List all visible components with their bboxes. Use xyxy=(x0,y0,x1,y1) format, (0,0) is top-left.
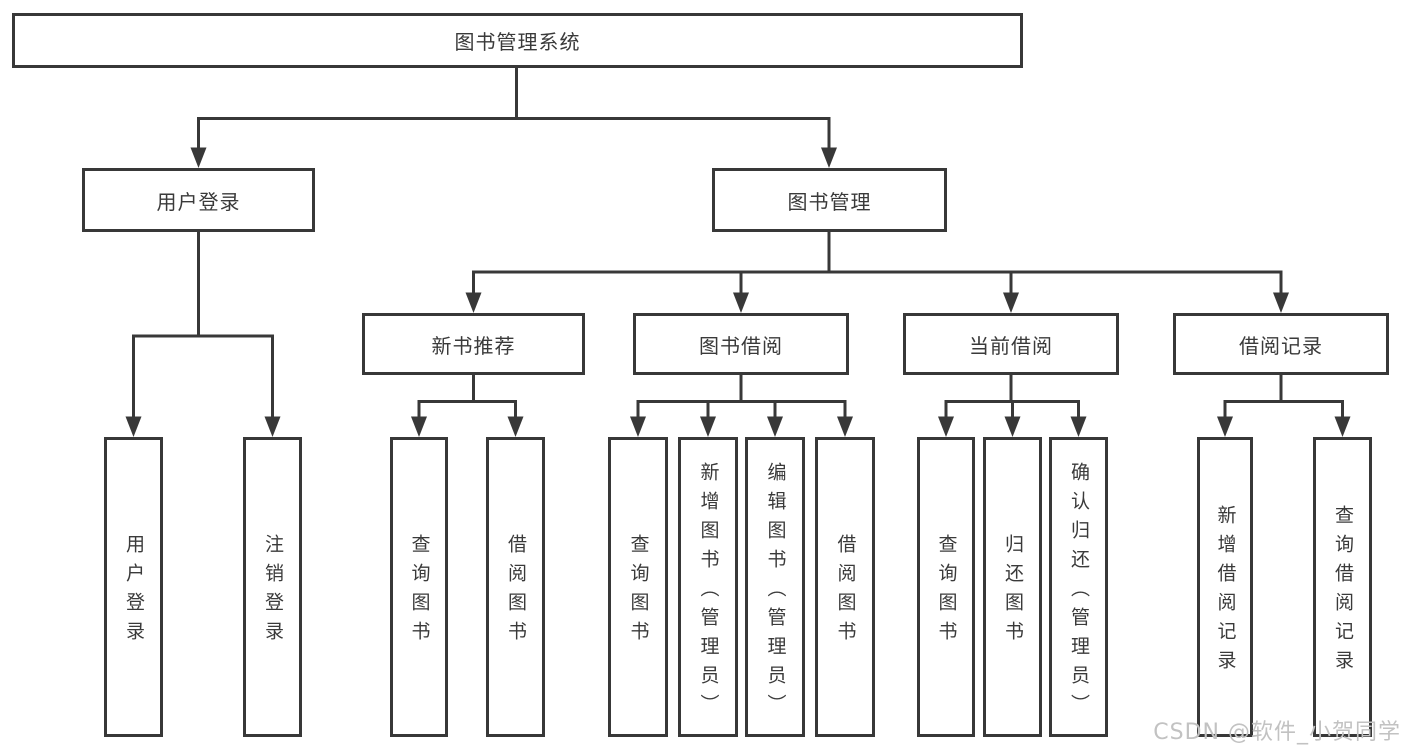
leaf-borrow-books-recommend-label: 借阅图书 xyxy=(505,534,527,650)
leaf-edit-books-admin: 编辑图书（管理员） xyxy=(745,437,805,737)
leaf-query-borrow-record-label: 查询借阅记录 xyxy=(1332,505,1354,679)
node-current-borrow-label: 当前借阅 xyxy=(969,333,1053,358)
leaf-return-books-label: 归还图书 xyxy=(1002,534,1024,650)
leaf-add-books-admin-label: 新增图书（管理员） xyxy=(697,461,720,723)
leaf-confirm-return-admin-label: 确认归还（管理员） xyxy=(1068,461,1090,723)
node-user-login: 用户登录 xyxy=(82,168,315,232)
connector-current-borrow-branch xyxy=(938,375,1087,437)
leaf-borrow-books: 借阅图书 xyxy=(815,437,875,737)
leaf-query-books-recommend-label: 查询图书 xyxy=(408,534,431,650)
node-borrow-records: 借阅记录 xyxy=(1173,313,1389,375)
leaf-borrow-books-recommend: 借阅图书 xyxy=(486,437,545,737)
leaf-confirm-return-admin: 确认归还（管理员） xyxy=(1049,437,1108,737)
node-new-book-recommend: 新书推荐 xyxy=(362,313,585,375)
connector-book-management-branch xyxy=(465,232,1289,313)
leaf-add-borrow-record: 新增借阅记录 xyxy=(1197,437,1253,737)
connector-user-login-branch xyxy=(125,232,281,437)
node-book-borrow-label: 图书借阅 xyxy=(699,333,783,358)
leaf-logout: 注销登录 xyxy=(243,437,302,737)
csdn-watermark: CSDN @软件_小贺同学 xyxy=(1153,720,1401,745)
connector-book-borrow-branch xyxy=(630,375,853,437)
leaf-query-books-current: 查询图书 xyxy=(917,437,975,737)
node-book-management-label: 图书管理 xyxy=(787,189,872,214)
connector-new-book-recommend-branch xyxy=(411,375,524,437)
node-book-borrow: 图书借阅 xyxy=(633,313,849,375)
leaf-edit-books-admin-label: 编辑图书（管理员） xyxy=(764,461,787,723)
leaf-add-books-admin: 新增图书（管理员） xyxy=(678,437,738,737)
leaf-borrow-books-label: 借阅图书 xyxy=(834,534,857,650)
leaf-logout-label: 注销登录 xyxy=(262,534,284,650)
leaf-return-books: 归还图书 xyxy=(983,437,1042,737)
leaf-user-login-label: 用户登录 xyxy=(123,534,145,650)
leaf-user-login: 用户登录 xyxy=(104,437,163,737)
connector-borrow-records-branch xyxy=(1217,375,1351,437)
node-user-login-label: 用户登录 xyxy=(156,189,241,214)
node-root: 图书管理系统 xyxy=(12,13,1023,68)
node-book-management: 图书管理 xyxy=(712,168,947,232)
leaf-query-books-current-label: 查询图书 xyxy=(935,534,958,650)
leaf-query-borrow-record: 查询借阅记录 xyxy=(1313,437,1372,737)
leaf-add-borrow-record-label: 新增借阅记录 xyxy=(1214,505,1237,679)
node-borrow-records-label: 借阅记录 xyxy=(1239,333,1323,358)
node-root-label: 图书管理系统 xyxy=(454,30,581,54)
leaf-query-books-borrow-label: 查询图书 xyxy=(627,534,650,650)
connector-root-to-level2 xyxy=(190,68,837,168)
leaf-query-books-borrow: 查询图书 xyxy=(608,437,668,737)
node-new-book-recommend-label: 新书推荐 xyxy=(431,333,516,358)
node-current-borrow: 当前借阅 xyxy=(903,313,1119,375)
leaf-query-books-recommend: 查询图书 xyxy=(390,437,448,737)
